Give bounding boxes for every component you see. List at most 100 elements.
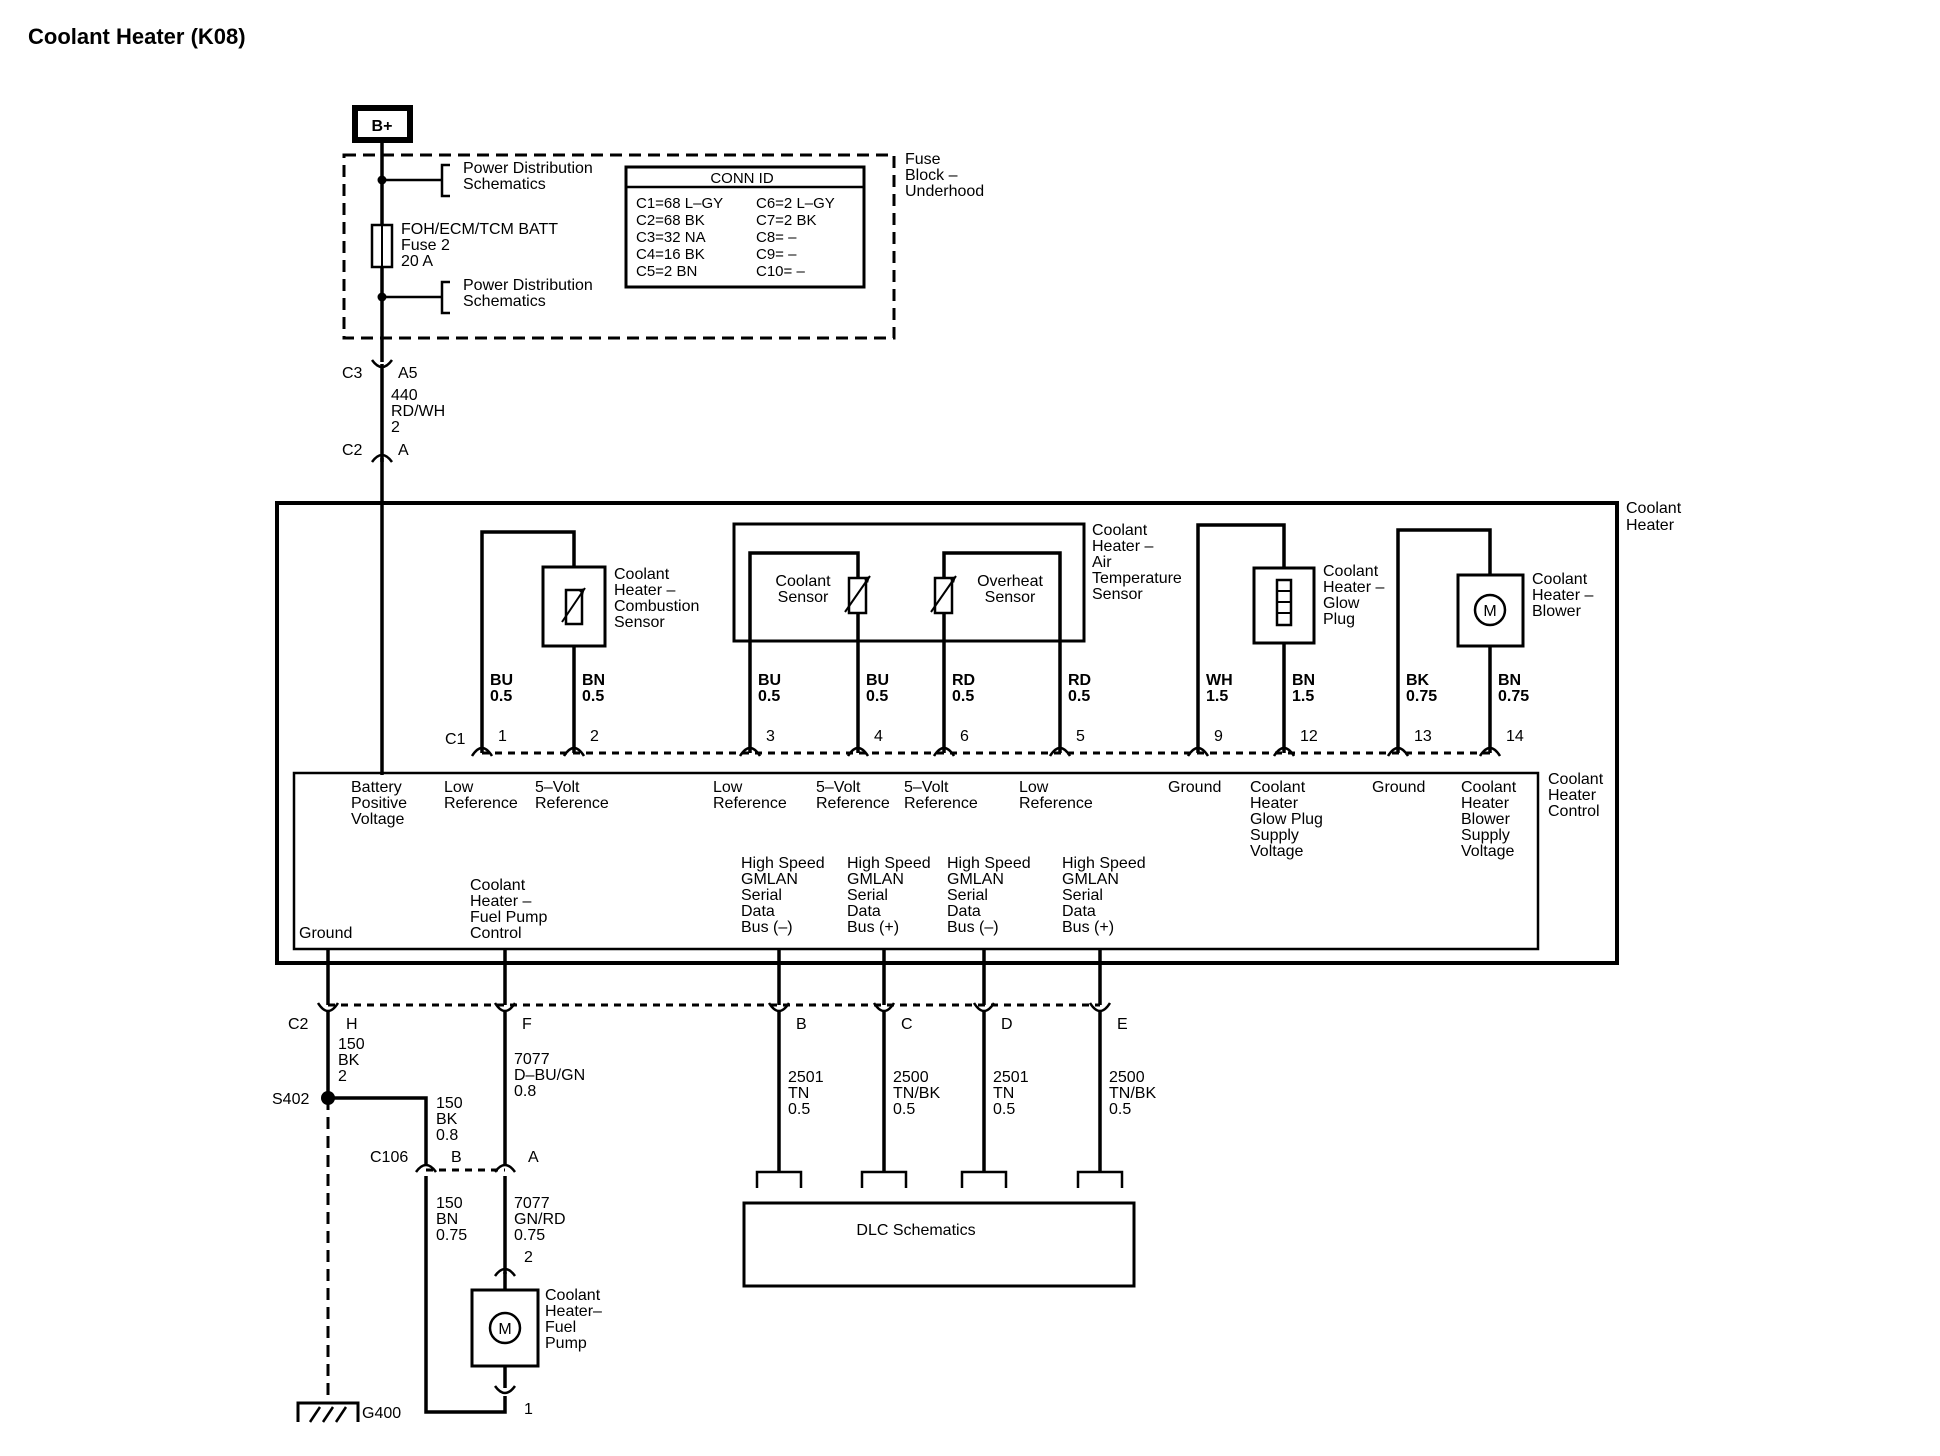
svg-text:Coolant: Coolant xyxy=(1548,771,1604,788)
svg-text:GMLAN: GMLAN xyxy=(847,871,904,888)
svg-text:Ground: Ground xyxy=(1168,779,1221,796)
svg-text:Coolant: Coolant xyxy=(1626,500,1682,517)
svg-text:Reference: Reference xyxy=(713,795,787,812)
svg-text:RD: RD xyxy=(952,672,975,689)
svg-text:Schematics: Schematics xyxy=(463,293,546,310)
svg-text:BU: BU xyxy=(490,672,513,689)
svg-text:Fuel Pump: Fuel Pump xyxy=(470,909,547,926)
combustion-sensor-label: Coolant Heater – Combustion Sensor xyxy=(614,566,699,631)
svg-text:Heater–: Heater– xyxy=(545,1303,602,1320)
svg-text:C106: C106 xyxy=(370,1149,408,1166)
fuse-block-label: Fuse Block – Underhood xyxy=(905,151,984,200)
svg-text:Combustion: Combustion xyxy=(614,598,699,615)
dlc-reference-brackets xyxy=(755,1170,1124,1188)
coolant-heater-control-label: Coolant Heater Control xyxy=(1548,771,1604,820)
page-title: Coolant Heater (K08) xyxy=(28,24,246,49)
svg-text:Plug: Plug xyxy=(1323,611,1355,628)
svg-text:BK: BK xyxy=(436,1111,458,1128)
conn-id-header: CONN ID xyxy=(710,170,774,187)
svg-text:Power Distribution: Power Distribution xyxy=(463,277,593,294)
fuel-pump-wire-7077-label: 7077 D–BU/GN 0.8 xyxy=(514,1051,585,1100)
svg-text:1.5: 1.5 xyxy=(1292,688,1314,705)
svg-text:Temperature: Temperature xyxy=(1092,570,1182,587)
svg-text:C7=2 BK: C7=2 BK xyxy=(756,212,816,229)
svg-text:0.5: 0.5 xyxy=(1068,688,1090,705)
svg-text:Glow Plug: Glow Plug xyxy=(1250,811,1323,828)
svg-text:C3: C3 xyxy=(342,365,363,382)
svg-text:0.75: 0.75 xyxy=(514,1227,545,1244)
c1-pin-13: BK 0.75 13 Ground xyxy=(1372,672,1437,796)
air-temperature-sensor-box xyxy=(732,522,1086,643)
svg-text:TN: TN xyxy=(788,1085,809,1102)
svg-text:E: E xyxy=(1117,1016,1128,1033)
svg-text:Overheat: Overheat xyxy=(977,573,1043,590)
fuel-pump-motor-icon: M xyxy=(488,1311,522,1345)
fuse-icon xyxy=(370,223,394,269)
svg-text:Voltage: Voltage xyxy=(1461,843,1514,860)
svg-text:7077: 7077 xyxy=(514,1195,550,1212)
svg-text:Reference: Reference xyxy=(816,795,890,812)
svg-text:Coolant: Coolant xyxy=(614,566,670,583)
dlc-schematics-box[interactable] xyxy=(742,1201,1136,1288)
gmlan-wire-e-label: 2500 TN/BK 0.5 xyxy=(1109,1069,1156,1118)
svg-text:Voltage: Voltage xyxy=(1250,843,1303,860)
svg-text:TN/BK: TN/BK xyxy=(893,1085,940,1102)
svg-text:BN: BN xyxy=(436,1211,458,1228)
svg-text:Heater: Heater xyxy=(1250,795,1299,812)
wire-440-label: 440 RD/WH 2 xyxy=(391,387,445,436)
svg-text:BN: BN xyxy=(582,672,605,689)
svg-text:0.75: 0.75 xyxy=(1498,688,1529,705)
connector-c106: C106 B A xyxy=(370,1149,539,1173)
svg-text:Pump: Pump xyxy=(545,1335,587,1352)
svg-text:Sensor: Sensor xyxy=(1092,586,1143,603)
gmlan-wire-b-label: 2501 TN 0.5 xyxy=(788,1069,824,1118)
svg-text:High Speed: High Speed xyxy=(741,855,825,872)
svg-text:Low: Low xyxy=(444,779,474,796)
svg-text:Low: Low xyxy=(713,779,743,796)
svg-text:C2: C2 xyxy=(342,442,363,459)
svg-text:BN: BN xyxy=(1498,672,1521,689)
svg-text:Bus (+): Bus (+) xyxy=(847,919,899,936)
c1-pin-6: RD 0.5 6 5–Volt Reference xyxy=(904,672,978,812)
coolant-sensor-label: Coolant Sensor xyxy=(775,573,831,606)
connector-c2-bottom-label: C2 xyxy=(288,1016,309,1033)
combustion-sensor-loop xyxy=(480,530,576,753)
coolant-sensor-thermistor-icon xyxy=(844,575,871,615)
svg-text:0.5: 0.5 xyxy=(582,688,604,705)
svg-text:Heater: Heater xyxy=(1461,795,1510,812)
svg-text:TN: TN xyxy=(993,1085,1014,1102)
svg-text:Heater –: Heater – xyxy=(1532,587,1593,604)
gmlan-bus-1-label: High Speed GMLAN Serial Data Bus (–) xyxy=(741,855,825,936)
ground-g400-label: G400 xyxy=(362,1405,401,1422)
connector-c3: C3 A5 xyxy=(342,359,418,382)
svg-text:C9= –: C9= – xyxy=(756,246,797,263)
fuel-pump-pin-1-label: 1 xyxy=(524,1401,533,1418)
svg-text:B: B xyxy=(796,1016,807,1033)
splice-branch-wire-label: 150 BK 0.8 xyxy=(436,1095,463,1144)
glow-plug-label: Coolant Heater – Glow Plug xyxy=(1323,563,1384,628)
svg-text:GMLAN: GMLAN xyxy=(1062,871,1119,888)
svg-text:Coolant: Coolant xyxy=(775,573,831,590)
svg-text:WH: WH xyxy=(1206,672,1233,689)
svg-text:RD: RD xyxy=(1068,672,1091,689)
svg-text:M: M xyxy=(1483,603,1496,620)
power-distribution-ref-bottom: Power Distribution Schematics xyxy=(382,277,593,315)
svg-text:Control: Control xyxy=(1548,803,1600,820)
svg-text:BN: BN xyxy=(1292,672,1315,689)
svg-text:Blower: Blower xyxy=(1532,603,1582,620)
svg-text:2: 2 xyxy=(524,1249,533,1266)
coolant-heater-label: Coolant Heater xyxy=(1626,500,1682,534)
gmlan-bus-4-label: High Speed GMLAN Serial Data Bus (+) xyxy=(1062,855,1146,936)
fuel-pump-label: Coolant Heater– Fuel Pump xyxy=(545,1287,602,1352)
svg-text:C1=68 L–GY: C1=68 L–GY xyxy=(636,195,723,212)
svg-text:Battery: Battery xyxy=(351,779,402,796)
svg-text:14: 14 xyxy=(1506,728,1524,745)
svg-text:BK: BK xyxy=(338,1052,360,1069)
svg-text:BU: BU xyxy=(866,672,889,689)
svg-text:5–Volt: 5–Volt xyxy=(535,779,580,796)
c2-bottom-pins: H F B C D E xyxy=(316,1002,1128,1033)
svg-text:1.5: 1.5 xyxy=(1206,688,1228,705)
gmlan-bus-3-label: High Speed GMLAN Serial Data Bus (–) xyxy=(947,855,1031,936)
svg-text:Sensor: Sensor xyxy=(778,589,829,606)
svg-text:C8= –: C8= – xyxy=(756,229,797,246)
